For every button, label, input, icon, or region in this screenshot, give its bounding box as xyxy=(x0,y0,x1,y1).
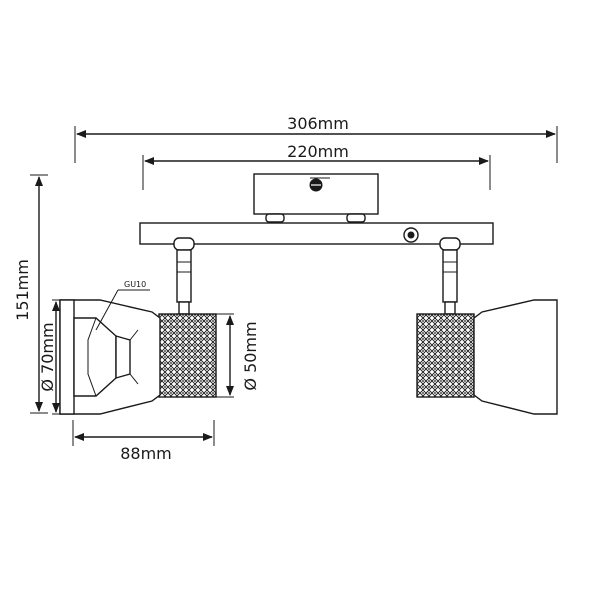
grid-diameter-dimension: Ø 50mm xyxy=(216,313,260,398)
mounting-bar xyxy=(139,222,494,245)
overall-width-label: 306mm xyxy=(287,114,349,133)
shade-diameter-label: Ø 70mm xyxy=(38,322,57,391)
head-length-label: 88mm xyxy=(120,444,172,463)
shade-diameter-dimension: Ø 70mm xyxy=(38,299,62,415)
bar-width-dimension: 220mm xyxy=(142,142,491,190)
ceiling-canopy xyxy=(253,173,379,223)
height-label: 151mm xyxy=(13,259,32,321)
overall-width-dimension: 306mm xyxy=(74,114,558,163)
bar-width-label: 220mm xyxy=(287,142,349,161)
grid-diameter-label: Ø 50mm xyxy=(241,321,260,390)
bulb-type-label: GU10 xyxy=(124,280,146,289)
height-dimension: 151mm xyxy=(13,174,48,414)
head-length-dimension: 88mm xyxy=(72,420,215,463)
left-spotlight: GU10 xyxy=(59,237,217,415)
right-spotlight xyxy=(416,237,558,415)
